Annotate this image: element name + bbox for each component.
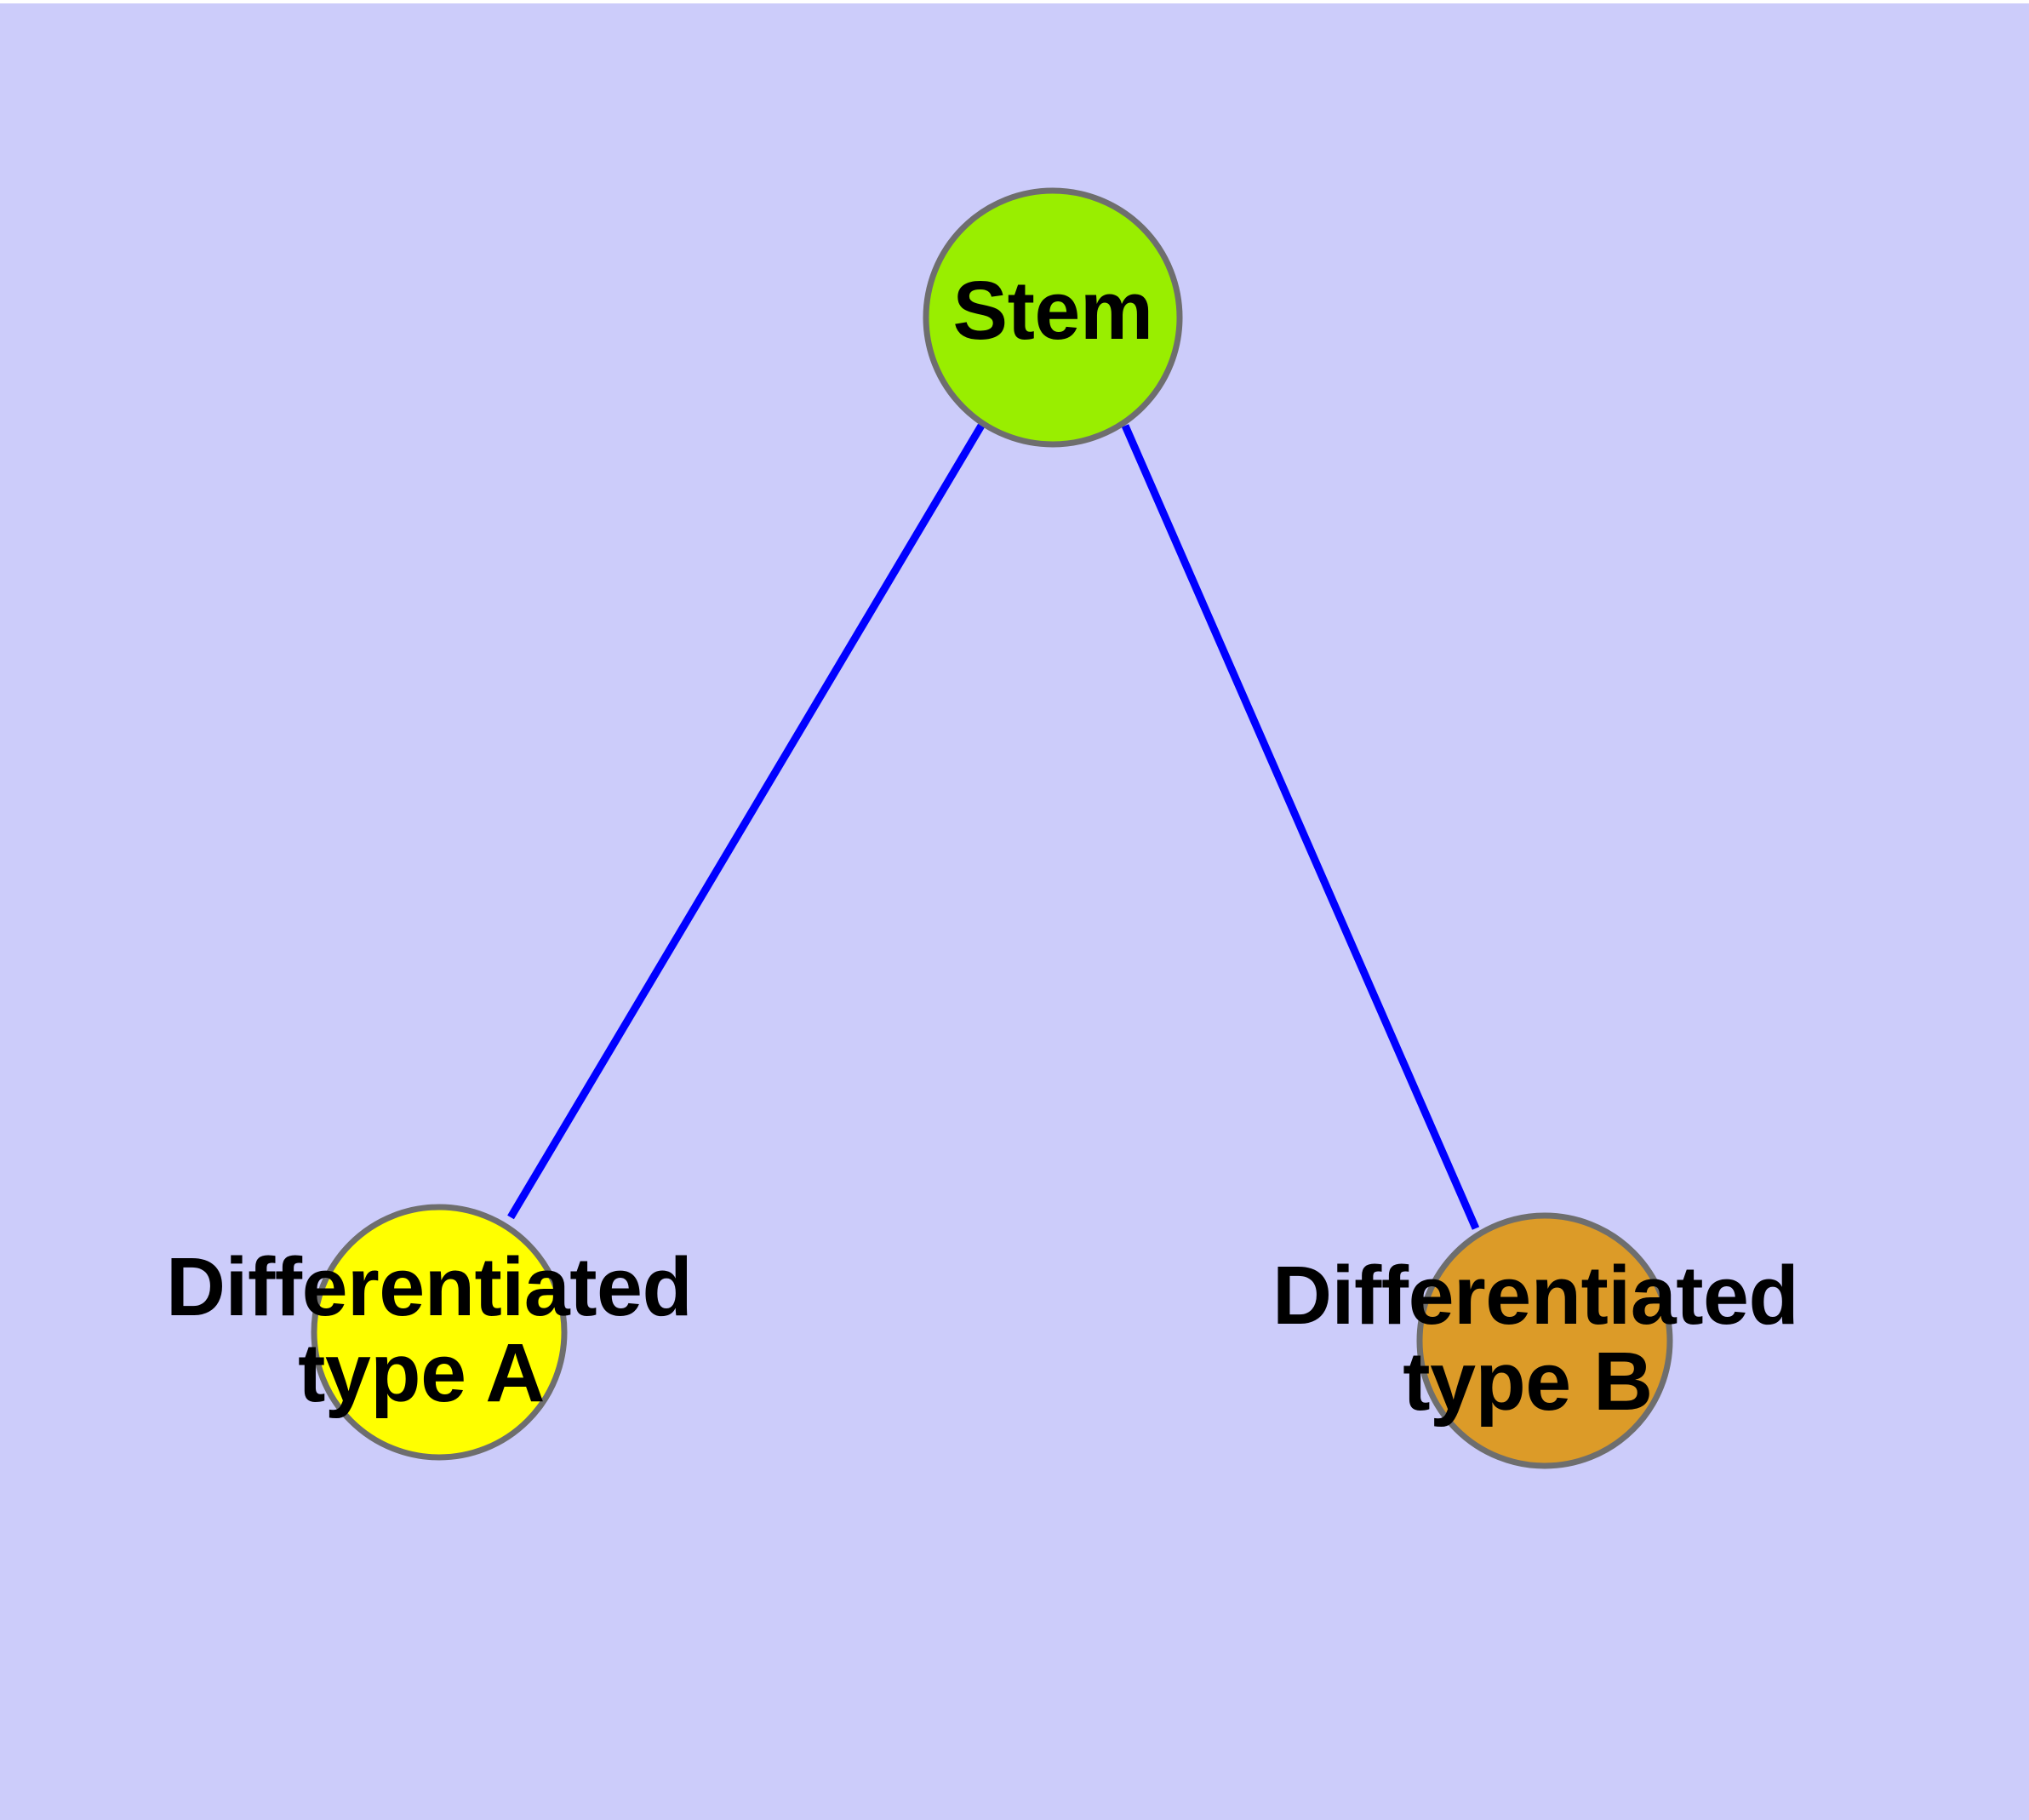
node-stem[interactable] — [923, 187, 1183, 448]
edge-layer — [507, 423, 1480, 1230]
node-differentiated-type-a[interactable] — [311, 1204, 568, 1461]
node-layer — [311, 187, 1673, 1469]
node-differentiated-type-b[interactable] — [1416, 1212, 1673, 1469]
edge-stem-to-diff-a — [507, 423, 985, 1220]
edge-stem-to-diff-b — [1121, 424, 1480, 1230]
